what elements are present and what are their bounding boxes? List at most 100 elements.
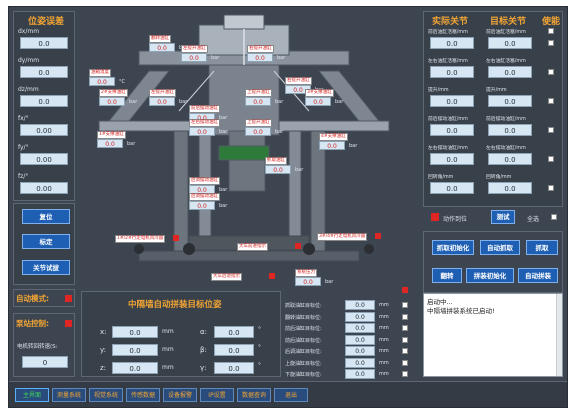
actual-joint-value[interactable]: 0.0 <box>430 66 474 78</box>
machine-tag-unit: bar <box>219 115 228 121</box>
joint-enable-checkbox[interactable] <box>548 156 554 162</box>
cylinder-enable-checkbox[interactable] <box>402 371 408 377</box>
cylinder-enable-checkbox[interactable] <box>402 359 408 366</box>
cylinder-target-unit: mm <box>379 348 389 354</box>
actual-joint-value[interactable]: 0.0 <box>430 95 474 107</box>
cylinder-enable-checkbox[interactable] <box>402 336 408 343</box>
pose-error-label: fy/° <box>18 144 29 151</box>
pose-error-value[interactable]: 0.0 <box>20 66 68 78</box>
machine-tag-indicator <box>375 233 381 239</box>
target-joint-label: 前后油缸活塞/mm <box>486 30 526 35</box>
cylinder-target-value[interactable]: 0.0 <box>345 346 375 356</box>
target-pose-rot-value[interactable]: 0.0 <box>214 362 254 374</box>
cylinder-target-value[interactable]: 0.0 <box>345 369 375 379</box>
target-joint-value[interactable]: 0.0 <box>488 95 532 107</box>
actual-joint-value[interactable]: 0.0 <box>430 182 474 194</box>
target-joint-value[interactable]: 0.0 <box>488 153 532 165</box>
grab-button[interactable]: 抓取 <box>526 240 558 255</box>
log-scrollbar[interactable] <box>556 294 562 376</box>
close-suction-button[interactable]: 关节试拔 <box>22 260 70 275</box>
log-panel: 启动中... 中隔墙拼装系统已启动! <box>423 293 563 377</box>
cylinder-target-value[interactable]: 0.0 <box>345 357 375 368</box>
machine-tag-value: 0.0 <box>245 97 271 106</box>
actual-joint-value[interactable]: 0.0 <box>430 37 474 49</box>
cylinder-enable-checkbox[interactable] <box>402 302 408 308</box>
auto-grab-button[interactable]: 自动抓取 <box>480 240 520 255</box>
machine-tag-label: 1#/2#行走电机风冷器 <box>115 235 166 243</box>
cylinder-target-value[interactable]: 0.0 <box>345 323 375 333</box>
joint-enable-checkbox[interactable] <box>548 69 554 75</box>
cylinder-target-unit: mm <box>379 359 389 366</box>
pose-error-value[interactable]: 0.00 <box>20 124 68 136</box>
calibrate-button[interactable]: 标定 <box>22 234 70 249</box>
grab-init-button[interactable]: 抓取初始化 <box>432 240 474 255</box>
pose-error-value[interactable]: 0.0 <box>20 37 68 49</box>
auto-assemble-button[interactable]: 自动拼装 <box>518 268 558 283</box>
target-pose-axis: z: <box>100 364 107 372</box>
pose-error-label: fx/° <box>18 115 29 122</box>
pose-error-value[interactable]: 0.0 <box>20 95 68 107</box>
actual-joint-label: 左右油缸活塞/mm <box>428 59 468 64</box>
pose-error-value[interactable]: 0.00 <box>20 153 68 165</box>
bottom-tab[interactable]: 传感数据 <box>126 388 160 402</box>
target-pose-value[interactable]: 0.0 <box>112 326 158 338</box>
select-all-checkbox[interactable] <box>551 214 557 220</box>
machine-tag-value: 0.0 <box>265 165 291 174</box>
joint-enable-checkbox[interactable] <box>548 98 554 104</box>
actual-joint-value[interactable]: 0.0 <box>430 153 474 165</box>
assemble-init-button[interactable]: 拼装初始化 <box>466 268 514 283</box>
bottom-tab[interactable]: 退出 <box>274 388 308 402</box>
machine-tag-label: 抓取油缸 <box>265 157 287 165</box>
motor-speed-value[interactable]: 0 <box>22 356 68 368</box>
pose-error-value[interactable]: 0.00 <box>20 182 68 194</box>
motor-speed-label: 电机转回转速(S: <box>17 344 58 350</box>
target-joint-value[interactable]: 0.0 <box>488 124 532 136</box>
cylinder-enable-checkbox[interactable] <box>402 325 408 331</box>
target-pose-rot-value[interactable]: 0.0 <box>214 326 254 338</box>
cylinder-target-value[interactable]: 0.0 <box>345 334 375 345</box>
reset-button[interactable]: 复位 <box>22 209 70 224</box>
target-joint-label: 左右油缸活塞/mm <box>486 59 526 64</box>
target-pose-rot: α: <box>200 328 207 336</box>
bottom-tab[interactable]: 设备报警 <box>163 388 197 402</box>
target-joint-value[interactable]: 0.0 <box>488 182 532 194</box>
machine-tag-value: 0.0 <box>245 127 271 136</box>
bottom-tab[interactable]: 主界面 <box>15 388 49 402</box>
cylinder-enable-checkbox[interactable] <box>402 313 408 320</box>
joint-enable-checkbox[interactable] <box>548 40 554 46</box>
flip-button[interactable]: 翻转 <box>432 268 462 283</box>
joint-enable-checkbox[interactable] <box>548 28 554 34</box>
machine-tag-unit: bar <box>295 167 304 173</box>
cylinder-enable-checkbox[interactable] <box>402 348 408 354</box>
machine-tag-label: 右提升油缸 <box>247 45 274 53</box>
target-pose-value[interactable]: 0.0 <box>112 362 158 374</box>
target-joint-value[interactable]: 0.0 <box>488 66 532 78</box>
joint-enable-checkbox[interactable] <box>548 185 554 191</box>
cylinder-target-value[interactable]: 0.0 <box>345 300 375 310</box>
machine-tag-value: 0.0 <box>99 97 125 106</box>
cylinder-target-label: 翻转油缸目标位: <box>285 314 322 321</box>
bottom-tab[interactable]: 视觉系统 <box>89 388 123 402</box>
actual-joint-value[interactable]: 0.0 <box>430 124 474 136</box>
target-joint-label: 前后摆动油缸/mm <box>486 117 526 122</box>
machine-tag-value: 0.0 <box>149 97 175 106</box>
target-pose-rot-value[interactable]: 0.0 <box>214 344 254 356</box>
cylinder-target-value[interactable]: 0.0 <box>345 311 375 322</box>
machine-tag-label: 油箱温度 <box>89 69 111 77</box>
machine-tag-unit: bar <box>275 129 284 135</box>
test-button[interactable]: 测试 <box>491 210 515 224</box>
target-pose-value[interactable]: 0.0 <box>112 344 158 356</box>
pose-error-label: dx/mm <box>18 28 40 35</box>
bottom-tab[interactable]: 测量系统 <box>52 388 86 402</box>
machine-tag-label: 大车前进指示 <box>237 243 268 251</box>
bottom-tab[interactable]: 数据查询 <box>237 388 271 402</box>
log-line: 启动中... <box>427 298 453 306</box>
bottom-tab[interactable]: IP设置 <box>200 388 234 402</box>
target-joint-label: 回转角/mm <box>486 175 512 180</box>
machine-tag-indicator <box>295 243 301 249</box>
machine-tag-value: 0.0 <box>181 53 207 62</box>
target-joint-value[interactable]: 0.0 <box>488 37 532 49</box>
joint-enable-checkbox[interactable] <box>548 127 554 133</box>
